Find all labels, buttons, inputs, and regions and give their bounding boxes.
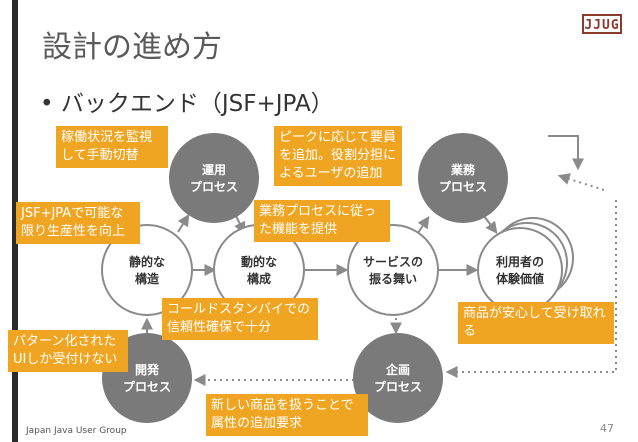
dynamic-line2: 構成 [246,272,271,286]
dev-line2: プロセス [122,380,171,394]
plan-process-label: 企画 プロセス [353,362,443,396]
slide-title: 設計の進め方 [42,30,222,65]
ops-line2: プロセス [189,180,238,194]
user-line2: 体験価値 [495,272,544,286]
left-accent-bar [12,0,18,442]
footer-org: Japan Java User Group [26,426,127,436]
callout-jsfjpa: JSF+JPAで可能な限り生産性を向上 [16,202,140,244]
plan-line2: プロセス [373,380,422,394]
callout-monitoring: 稼働状況を監視して手動切替 [56,126,168,168]
ops-line1: 運用 [201,163,226,177]
ops-process-circle [169,133,259,223]
dev-process-label: 開発 プロセス [102,362,192,396]
callout-function: 業務プロセスに従った機能を提供 [254,200,390,242]
static-structure-label: 静的な 構造 [102,254,192,288]
callout-cold-standby: コールドスタンバイでの信頼性確保で十分 [162,298,318,340]
business-process-circle [418,133,508,223]
service-behavior-label: サービスの 振る舞い [348,254,438,288]
static-line1: 静的な [128,255,165,269]
user-experience-stack [477,217,574,313]
service-line2: 振る舞い [368,272,417,286]
callout-anshin: 商品が安心して受け取れる [458,302,614,344]
service-behavior-circle [347,224,439,316]
user-line1: 利用者の [495,255,544,269]
callout-pattern-ui: パターン化されたUIしか受付けない [8,330,128,372]
bullet-text: • バックエンド（JSF+JPA） [40,91,334,117]
arrow-top-loop [548,135,584,171]
business-line2: プロセス [438,180,487,194]
user-experience-label: 利用者の 体験価値 [475,254,565,288]
ops-process-label: 運用 プロセス [169,162,259,196]
dev-line1: 開発 [134,363,159,377]
callout-peak: ピークに応じて要員を追加。役割分担によるユーザの追加 [274,126,402,186]
jjug-logo: JJUG [582,14,622,34]
page-number: 47 [600,422,614,435]
service-line1: サービスの [362,255,423,269]
business-process-label: 業務 プロセス [418,162,508,196]
callout-new-product: 新しい商品を扱うことで属性の追加要求 [206,394,368,436]
dotted-arrows [193,173,617,386]
dynamic-config-label: 動的な 構成 [214,254,304,288]
static-line2: 構造 [134,272,159,286]
dotted-right-loop [445,200,617,378]
arrow-business-user [483,215,498,234]
dotted-to-business [557,173,605,191]
plan-process-circle [353,333,443,423]
plan-line1: 企画 [385,363,410,377]
arrow-static-ops [177,213,190,233]
static-structure-circle [101,224,193,316]
business-line1: 業務 [450,163,475,177]
dynamic-line1: 動的な [240,255,277,269]
